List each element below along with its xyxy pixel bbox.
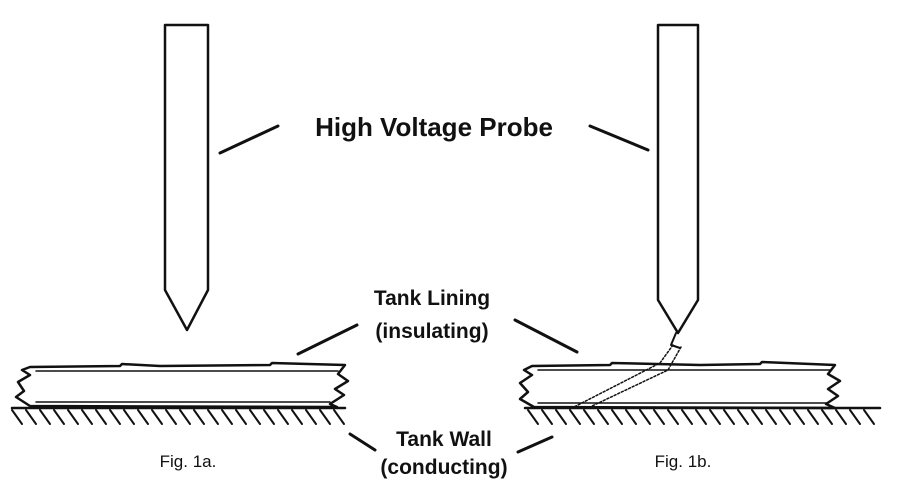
hatch-mark: [81, 409, 93, 425]
lining-leader-right: [513, 318, 579, 354]
hatch-mark: [625, 409, 637, 425]
fig-1a-tank-lining: [14, 361, 350, 409]
hatch-mark: [305, 409, 317, 425]
tank-wall-label: Tank Wall: [396, 428, 492, 451]
hatch-mark: [695, 409, 707, 425]
hatch-mark: [723, 409, 735, 425]
hatch-mark: [319, 409, 331, 425]
hatch-mark: [39, 409, 51, 425]
hatch-mark: [779, 409, 791, 425]
hatch-mark: [583, 409, 595, 425]
breakdown-path: [573, 332, 682, 408]
hatch-mark: [291, 409, 303, 425]
hatch-mark: [821, 409, 833, 425]
hatch-mark: [151, 409, 163, 425]
probe-leader-right: [588, 124, 650, 152]
hatch-mark: [611, 409, 623, 425]
hatch-mark: [653, 409, 665, 425]
hatch-mark: [541, 409, 553, 425]
fig-1b-probe: [656, 23, 700, 335]
hatch-mark: [207, 409, 219, 425]
fig-1a-probe: [163, 23, 210, 332]
hatch-mark: [835, 409, 847, 425]
hatch-mark: [667, 409, 679, 425]
probe-label: High Voltage Probe: [315, 112, 553, 142]
hatch-mark: [25, 409, 37, 425]
hatch-mark: [235, 409, 247, 425]
hatch-mark: [333, 409, 345, 425]
hatch-mark: [569, 409, 581, 425]
hatch-mark: [527, 409, 539, 425]
hatch-mark: [681, 409, 693, 425]
hatch-mark: [67, 409, 79, 425]
tank-lining-label: Tank Lining: [374, 287, 490, 310]
hatch-mark: [123, 409, 135, 425]
hatch-mark: [193, 409, 205, 425]
hatch-mark: [765, 409, 777, 425]
hatch-mark: [709, 409, 721, 425]
hatch-mark: [793, 409, 805, 425]
tank-lining-sublabel: (insulating): [375, 320, 488, 343]
tank-wall-sublabel: (conducting): [380, 456, 507, 479]
hatch-mark: [165, 409, 177, 425]
hatch-mark: [109, 409, 121, 425]
hatch-mark: [849, 409, 861, 425]
hatch-mark: [555, 409, 567, 425]
hatch-mark: [639, 409, 651, 425]
lining-leader-left: [296, 323, 359, 356]
wall-leader-left: [348, 432, 377, 452]
wall-leader-right: [516, 435, 554, 454]
hatch-mark: [249, 409, 261, 425]
hatch-mark: [221, 409, 233, 425]
probe-leader-left: [218, 124, 280, 155]
hatch-mark: [179, 409, 191, 425]
hatch-mark: [11, 409, 23, 425]
fig-1b-caption: Fig. 1b.: [655, 452, 712, 471]
hatch-mark: [751, 409, 763, 425]
hatch-mark: [53, 409, 65, 425]
fig-1a-tank-wall: [10, 406, 347, 425]
hatch-mark: [737, 409, 749, 425]
hatch-mark: [263, 409, 275, 425]
fig-1b-tank-lining: [518, 360, 842, 410]
hatch-mark: [95, 409, 107, 425]
hatch-mark: [863, 409, 875, 425]
hatch-mark: [137, 409, 149, 425]
fig-1a-caption: Fig. 1a.: [160, 452, 217, 471]
hatch-mark: [597, 409, 609, 425]
hatch-mark: [277, 409, 289, 425]
hatch-mark: [807, 409, 819, 425]
fig-1b-tank-wall: [523, 406, 882, 425]
